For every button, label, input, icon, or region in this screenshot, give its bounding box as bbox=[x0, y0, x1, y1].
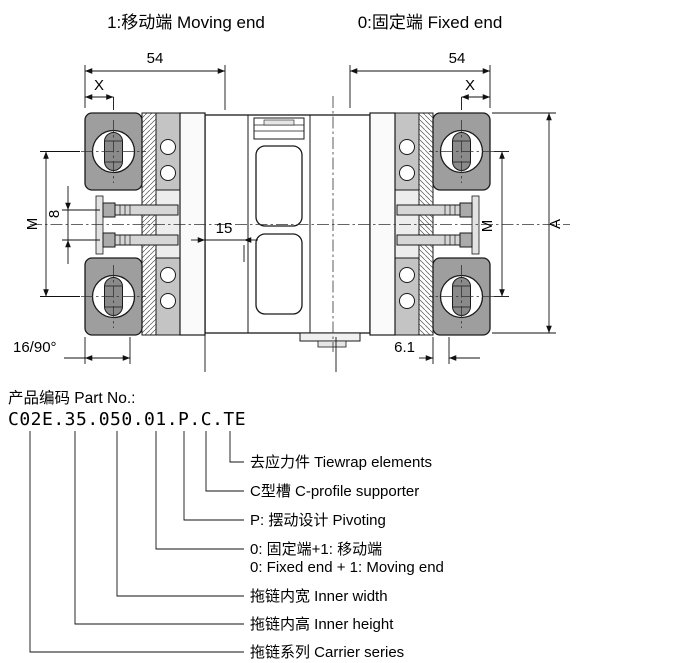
dim-16-90: 16/90° bbox=[13, 339, 57, 356]
legend-label-carrier-series: 拖链系列 Carrier series bbox=[250, 644, 404, 661]
part-no-legend-connectors bbox=[29, 431, 244, 653]
dim-m-right: M bbox=[479, 220, 496, 233]
moving-end-label: 1:移动端 Moving end bbox=[107, 13, 265, 32]
dim-6-1: 6.1 bbox=[394, 339, 415, 356]
dim-x-right: X bbox=[465, 77, 475, 94]
fixed-end-bracket bbox=[369, 112, 495, 336]
legend-label-c-profile: C型槽 C-profile supporter bbox=[250, 483, 419, 500]
dim-x-left: X bbox=[94, 77, 104, 94]
part-no-legend: 去应力件 Tiewrap elements C型槽 C-profile supp… bbox=[250, 453, 444, 661]
legend-label-end-type-cn: 0: 固定端+1: 移动端 bbox=[250, 541, 382, 558]
part-no-heading: 产品编码 Part No.: bbox=[8, 389, 135, 407]
link-latch bbox=[253, 117, 305, 140]
dim-54-left: 54 bbox=[147, 50, 164, 67]
dim-54-right: 54 bbox=[449, 50, 466, 67]
part-no-code: C02E.35.050.01.P.C.TE bbox=[8, 409, 246, 430]
fixed-end-label: 0:固定端 Fixed end bbox=[358, 13, 503, 32]
carrier-link bbox=[204, 114, 371, 348]
dimension-annotations: 54 X 54 X M 8 15 bbox=[13, 50, 564, 372]
dim-m-left: M bbox=[24, 218, 41, 231]
dim-8: 8 bbox=[46, 210, 63, 218]
legend-label-inner-height: 拖链内高 Inner height bbox=[250, 616, 394, 633]
link-window-bottom bbox=[255, 233, 303, 315]
link-bottom-tab bbox=[299, 332, 361, 342]
dim-15: 15 bbox=[216, 220, 233, 237]
moving-end-bracket bbox=[80, 112, 206, 336]
legend-label-end-type-en: 0: Fixed end + 1: Moving end bbox=[250, 559, 444, 576]
legend-label-pivoting: P: 摆动设计 Pivoting bbox=[250, 512, 386, 529]
legend-label-tiewrap: 去应力件 Tiewrap elements bbox=[250, 453, 432, 471]
link-window-top bbox=[255, 145, 303, 227]
legend-label-inner-width: 拖链内宽 Inner width bbox=[250, 588, 388, 605]
dim-a: A bbox=[547, 219, 564, 229]
